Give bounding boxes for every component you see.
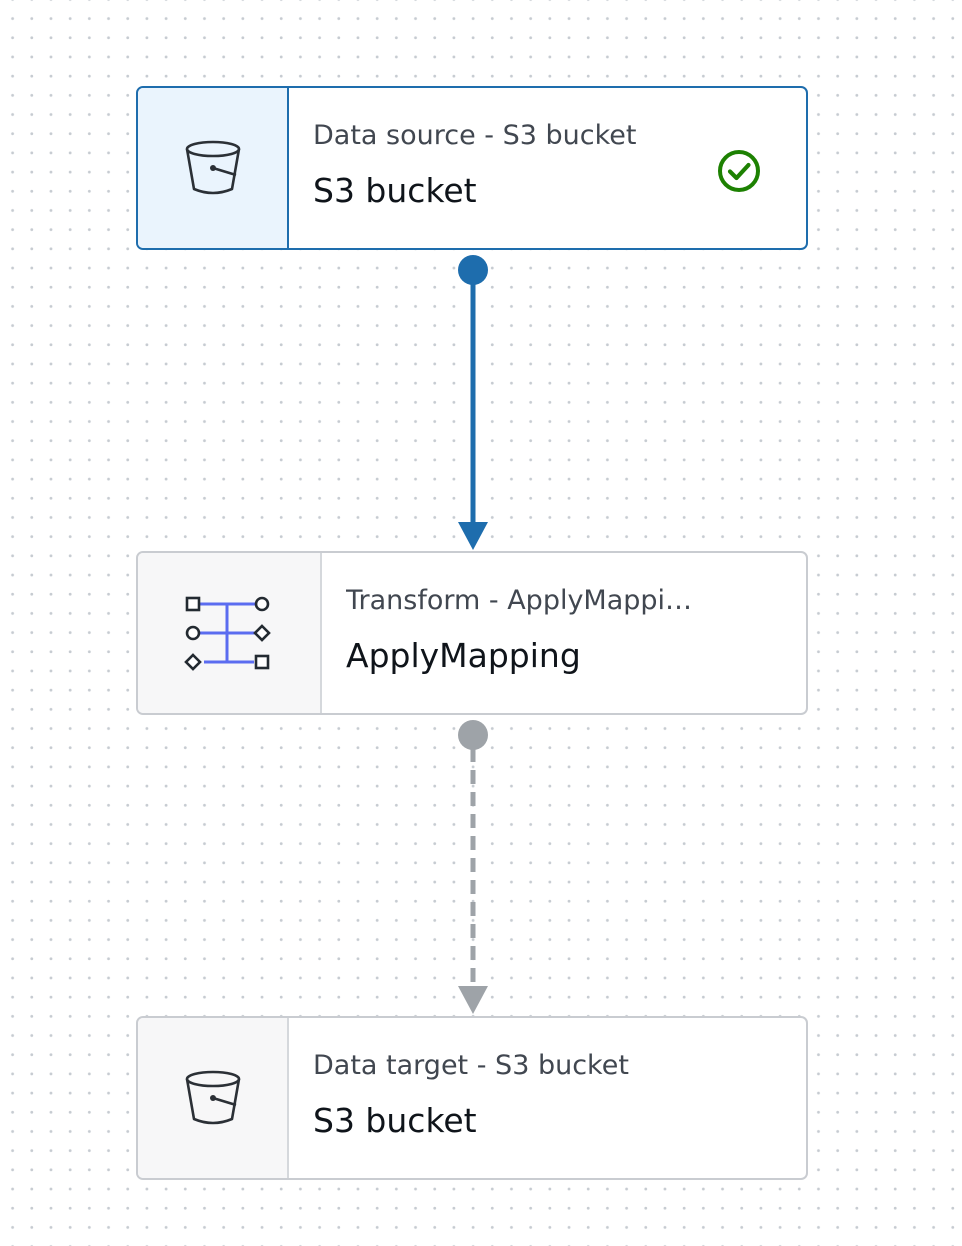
node-icon-cell bbox=[138, 1018, 289, 1178]
edge-arrowhead bbox=[458, 522, 488, 550]
edge-source-to-transform[interactable] bbox=[458, 284, 488, 550]
node-subtitle: Data source - S3 bucket bbox=[313, 120, 637, 151]
apply-mapping-icon bbox=[184, 596, 271, 671]
node-title: ApplyMapping bbox=[346, 636, 581, 675]
output-handle[interactable] bbox=[458, 255, 488, 285]
node-transform[interactable]: Transform - ApplyMappi… ApplyMapping bbox=[136, 551, 808, 715]
success-check-icon bbox=[718, 150, 760, 192]
node-data-source[interactable]: Data source - S3 bucket S3 bucket bbox=[136, 86, 808, 250]
edge-arrowhead bbox=[458, 986, 488, 1014]
output-handle[interactable] bbox=[458, 720, 488, 750]
node-icon-cell bbox=[138, 553, 322, 713]
node-subtitle: Transform - ApplyMappi… bbox=[346, 585, 693, 616]
node-subtitle: Data target - S3 bucket bbox=[313, 1050, 629, 1081]
s3-bucket-icon bbox=[185, 1070, 240, 1125]
node-text: Data target - S3 bucket S3 bucket bbox=[289, 1018, 806, 1178]
node-icon-cell bbox=[138, 88, 289, 248]
edge-transform-to-target[interactable] bbox=[458, 748, 488, 1014]
node-text: Transform - ApplyMappi… ApplyMapping bbox=[322, 553, 806, 713]
node-title: S3 bucket bbox=[313, 1101, 477, 1140]
node-data-target[interactable]: Data target - S3 bucket S3 bucket bbox=[136, 1016, 808, 1180]
node-title: S3 bucket bbox=[313, 171, 477, 210]
node-text: Data source - S3 bucket S3 bucket bbox=[289, 88, 806, 248]
s3-bucket-icon bbox=[185, 140, 240, 195]
